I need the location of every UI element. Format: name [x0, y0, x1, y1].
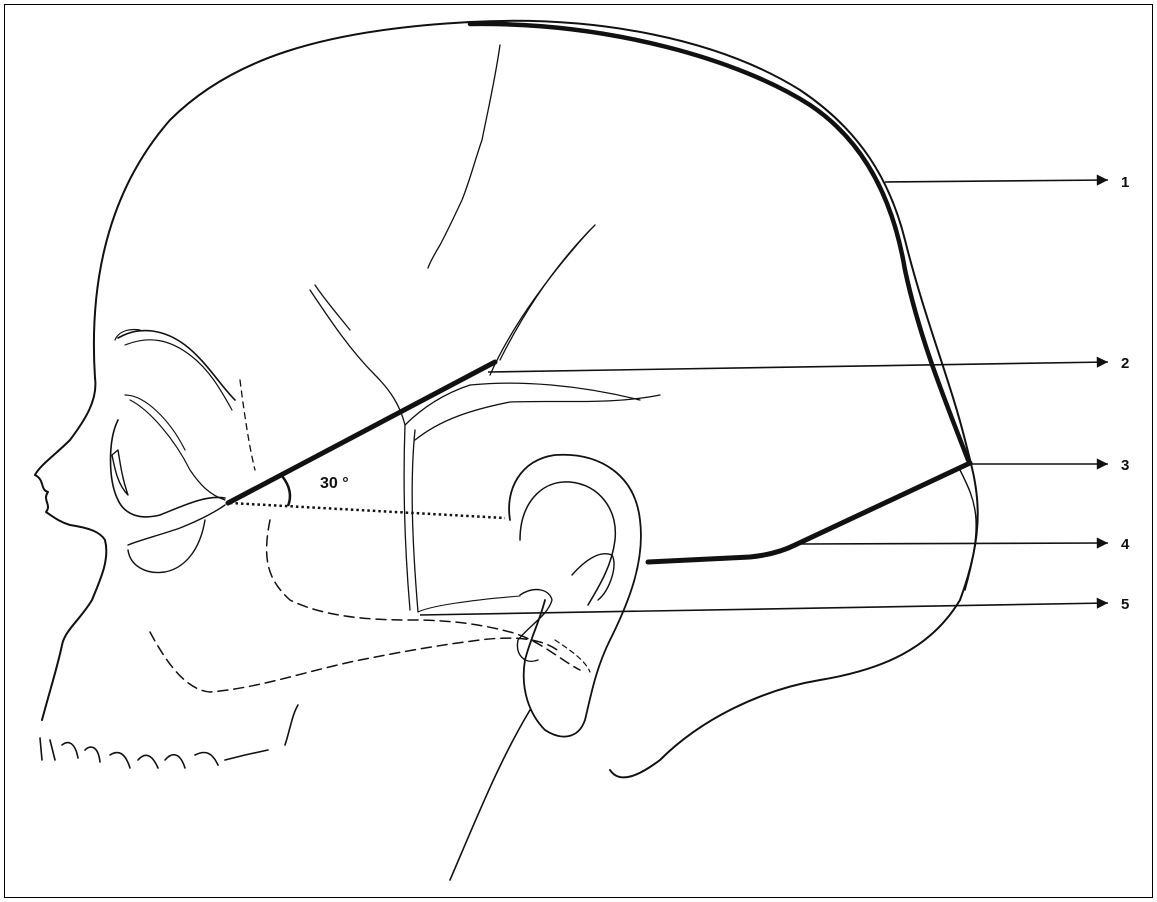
leader-line-5	[420, 603, 1108, 615]
teeth-line	[40, 738, 268, 768]
vault-contour-line	[470, 24, 968, 460]
leader-line-4	[800, 543, 1108, 544]
zygomatic-dashed-contour	[267, 520, 580, 670]
label-3: 3	[1121, 457, 1129, 474]
coronal-suture	[428, 45, 500, 268]
label-1: 1	[1121, 174, 1129, 191]
dotted-reference-line	[230, 503, 505, 518]
neck-line	[450, 710, 530, 880]
face-profile	[35, 378, 106, 720]
mandible-dashed-contour	[150, 632, 560, 692]
label-4: 4	[1121, 536, 1130, 553]
leader-line-2	[488, 362, 1108, 372]
thirty-degree-line	[228, 362, 495, 503]
angle-label: 30 °	[320, 475, 349, 492]
brow-ridge	[118, 331, 235, 400]
ear-outline	[509, 455, 641, 737]
label-2: 2	[1121, 355, 1129, 372]
label-5: 5	[1121, 596, 1129, 613]
temporal-line-upper	[310, 290, 405, 425]
angle-arc	[282, 476, 290, 506]
leader-line-1	[885, 180, 1108, 182]
temporal-crest	[500, 225, 595, 360]
occipital-baseline	[648, 463, 970, 562]
